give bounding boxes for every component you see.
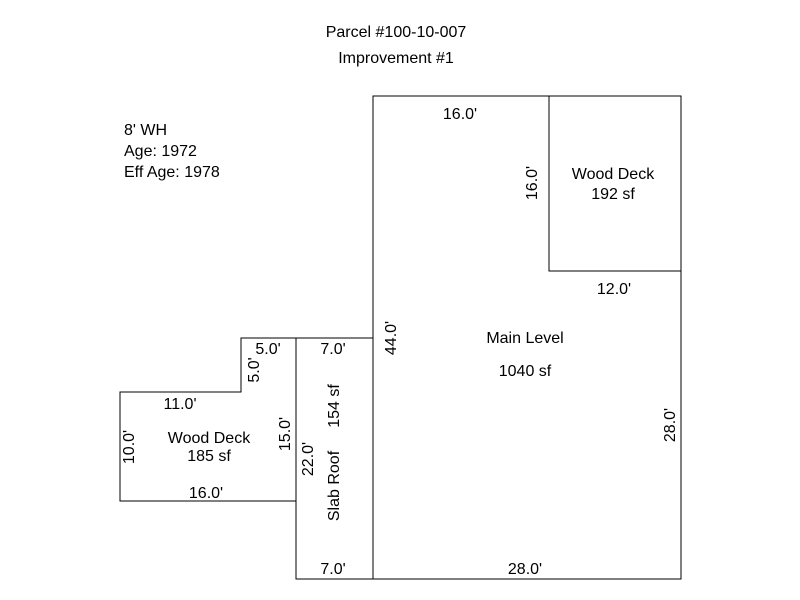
dim-main-bottom: 28.0' [508,561,542,578]
main-level-name: Main Level [486,330,563,347]
age-text: Age: 1972 [124,143,197,160]
dim-main-left: 44.0' [383,321,400,355]
main-level-area: 1040 sf [499,363,552,380]
lower-deck-area: 185 sf [187,448,231,465]
dim-deck-right: 15.0' [277,417,294,451]
dim-step-top: 5.0' [255,341,280,358]
dim-main-right: 28.0' [662,408,679,442]
dim-slab-bottom: 7.0' [320,561,345,578]
dim-slab-left: 22.0' [300,442,317,476]
slab-roof-area: 154 sf [326,384,343,428]
dim-step-side: 5.0' [246,357,263,382]
parcel-title: Parcel #100-10-007 [326,24,467,41]
upper-wood-deck-outline [548,95,682,272]
dim-deck-top: 11.0' [163,396,196,413]
dim-slab-top: 7.0' [320,341,345,358]
dim-deck-bottom: 16.0' [189,485,223,502]
slab-roof-name: Slab Roof [326,450,343,521]
dim-deck-left: 10.0' [121,430,138,464]
lower-deck-name: Wood Deck [168,430,251,447]
lower-wood-deck-outline [119,337,296,502]
dim-upper-deck-side: 16.0' [524,166,541,200]
eff-age-text: Eff Age: 1978 [124,164,220,181]
slab-roof-outline [295,337,374,580]
improvement-title: Improvement #1 [338,50,454,67]
upper-deck-name: Wood Deck [572,166,655,183]
wall-height-text: 8' WH [124,122,167,139]
dim-upper-deck-bottom: 12.0' [597,281,631,298]
upper-deck-area: 192 sf [591,186,635,203]
dim-main-top: 16.0' [443,106,477,123]
